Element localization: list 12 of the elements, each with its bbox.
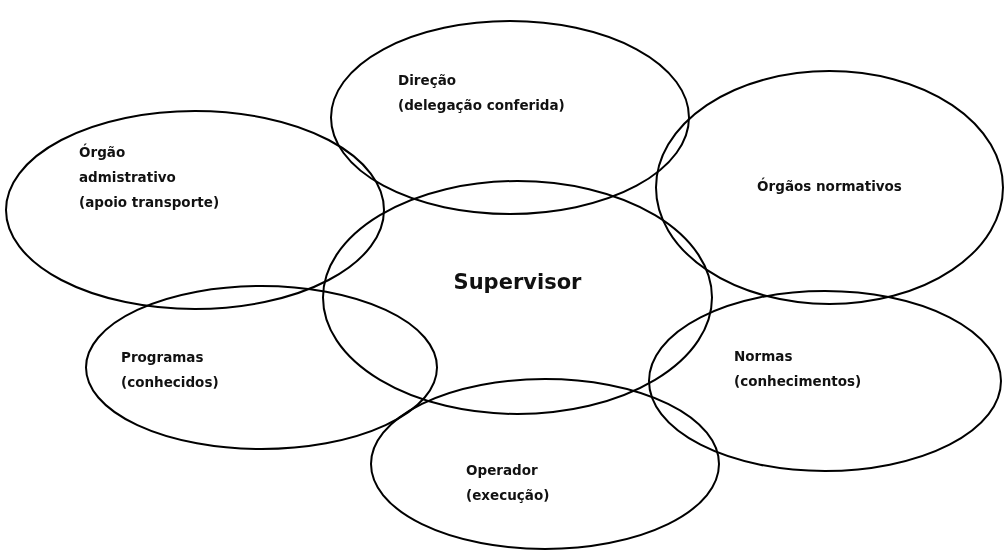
node-subtitle: (conhecimentos)	[734, 372, 862, 391]
node-title: Programas	[121, 348, 204, 367]
node-title: Normas	[734, 347, 793, 366]
node-subtitle: (apoio transporte)	[79, 193, 220, 212]
node-title: Órgão admistrativo	[79, 142, 177, 187]
node-title: Operador	[466, 461, 538, 480]
node-title: Órgãos normativos	[757, 176, 902, 196]
node-subtitle: (delegação conferida)	[398, 96, 565, 115]
node-title: Supervisor	[453, 270, 582, 295]
node-subtitle: (execução)	[466, 486, 550, 505]
node-subtitle: (conhecidos)	[121, 373, 219, 392]
node-title: Direção	[398, 71, 457, 90]
